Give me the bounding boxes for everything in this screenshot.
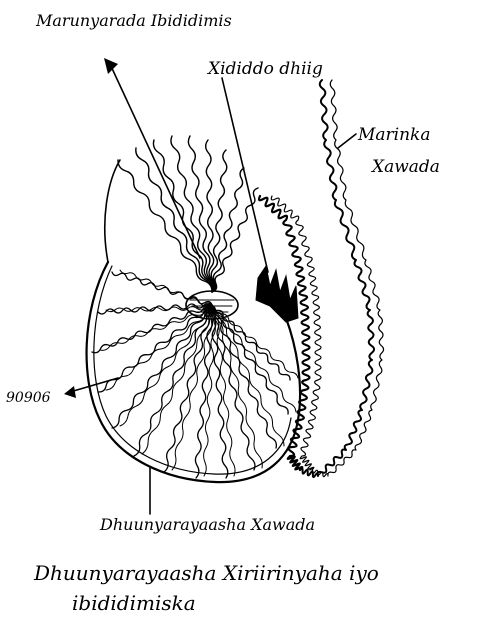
label-bottom-1: Dhuunyarayaasha Xawada (99, 515, 315, 534)
label-cord-2: Xawada (370, 157, 440, 177)
blood-vessel-cluster (256, 266, 298, 322)
label-cord-1: Marinka (357, 125, 431, 145)
label-top: Marunyarada Ibididimis (35, 11, 232, 30)
lobule-cap (105, 160, 120, 262)
lobule-ray (106, 308, 215, 390)
label-lobule: 90906 (6, 390, 51, 406)
arrowhead-lobule (64, 386, 76, 398)
label-bottom-2: Dhuunyarayaasha Xiriirinyaha iyo (33, 561, 379, 585)
lobule-ray (215, 308, 284, 446)
lobule-ray (212, 305, 277, 448)
label-bottom-3: ibididimiska (72, 591, 196, 615)
arrowhead-top (104, 58, 118, 74)
efferent-duct (136, 148, 212, 292)
label-duct: Xididdo dhiig (206, 59, 323, 79)
efferent-ducts (105, 136, 258, 292)
lobule-ray (215, 308, 296, 412)
efferent-duct (153, 140, 212, 292)
